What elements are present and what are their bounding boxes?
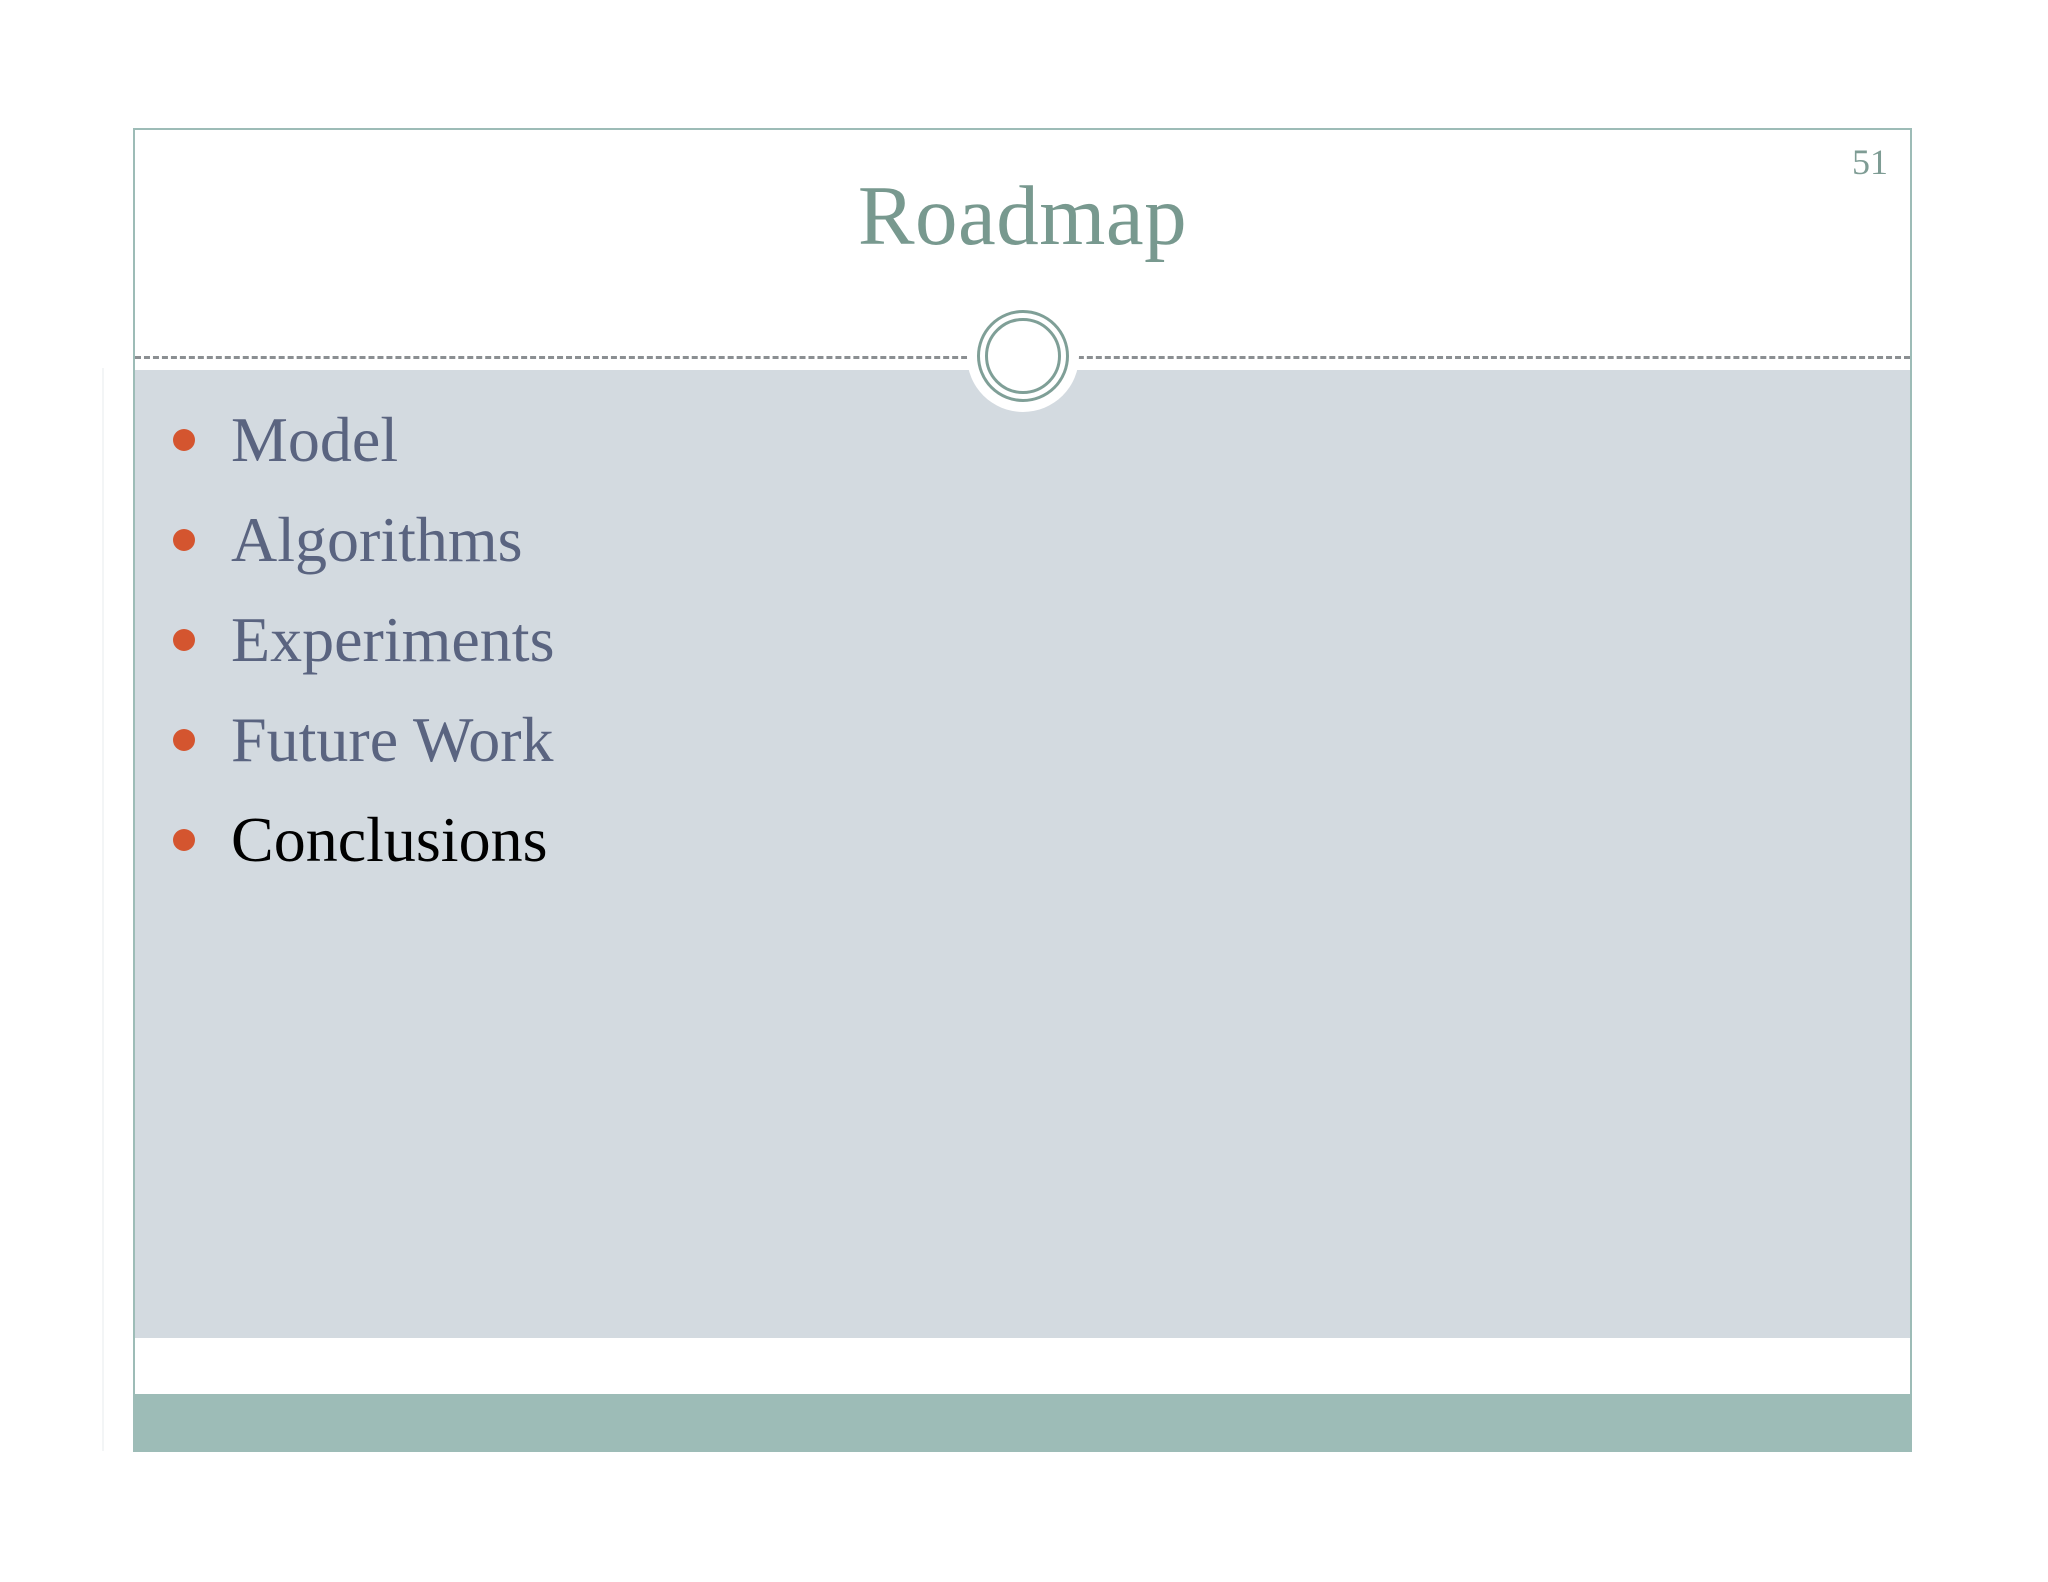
- outline-item-future-work[interactable]: Future Work: [173, 690, 1673, 790]
- page-number: 51: [1852, 142, 1888, 182]
- outline-item-experiments[interactable]: Experiments: [173, 590, 1673, 690]
- outline-item-label: Future Work: [231, 704, 554, 775]
- outline-item-label: Model: [231, 404, 399, 475]
- outline-item-label: Conclusions: [231, 804, 548, 875]
- bullet-dot-icon: [173, 729, 195, 751]
- divider-circle-inner-ring-icon: [984, 318, 1061, 394]
- bullet-dot-icon: [173, 629, 195, 651]
- outline-item-label: Algorithms: [231, 504, 523, 575]
- bullet-dot-icon: [173, 829, 195, 851]
- slide-footer-bar: [135, 1394, 1910, 1450]
- outline-item-label: Experiments: [231, 604, 555, 675]
- bullet-dot-icon: [173, 529, 195, 551]
- divider-circle-outer-ring-icon: [976, 310, 1069, 402]
- slide-edge-shadow: [102, 368, 104, 1451]
- divider-circle-ornament-icon: [966, 300, 1079, 412]
- outline-item-conclusions[interactable]: Conclusions: [173, 790, 1673, 890]
- page-title: Roadmap: [857, 169, 1188, 263]
- outline-item-algorithms[interactable]: Algorithms: [173, 490, 1673, 590]
- outline-item-model[interactable]: Model: [173, 390, 1673, 490]
- bullet-dot-icon: [173, 429, 195, 451]
